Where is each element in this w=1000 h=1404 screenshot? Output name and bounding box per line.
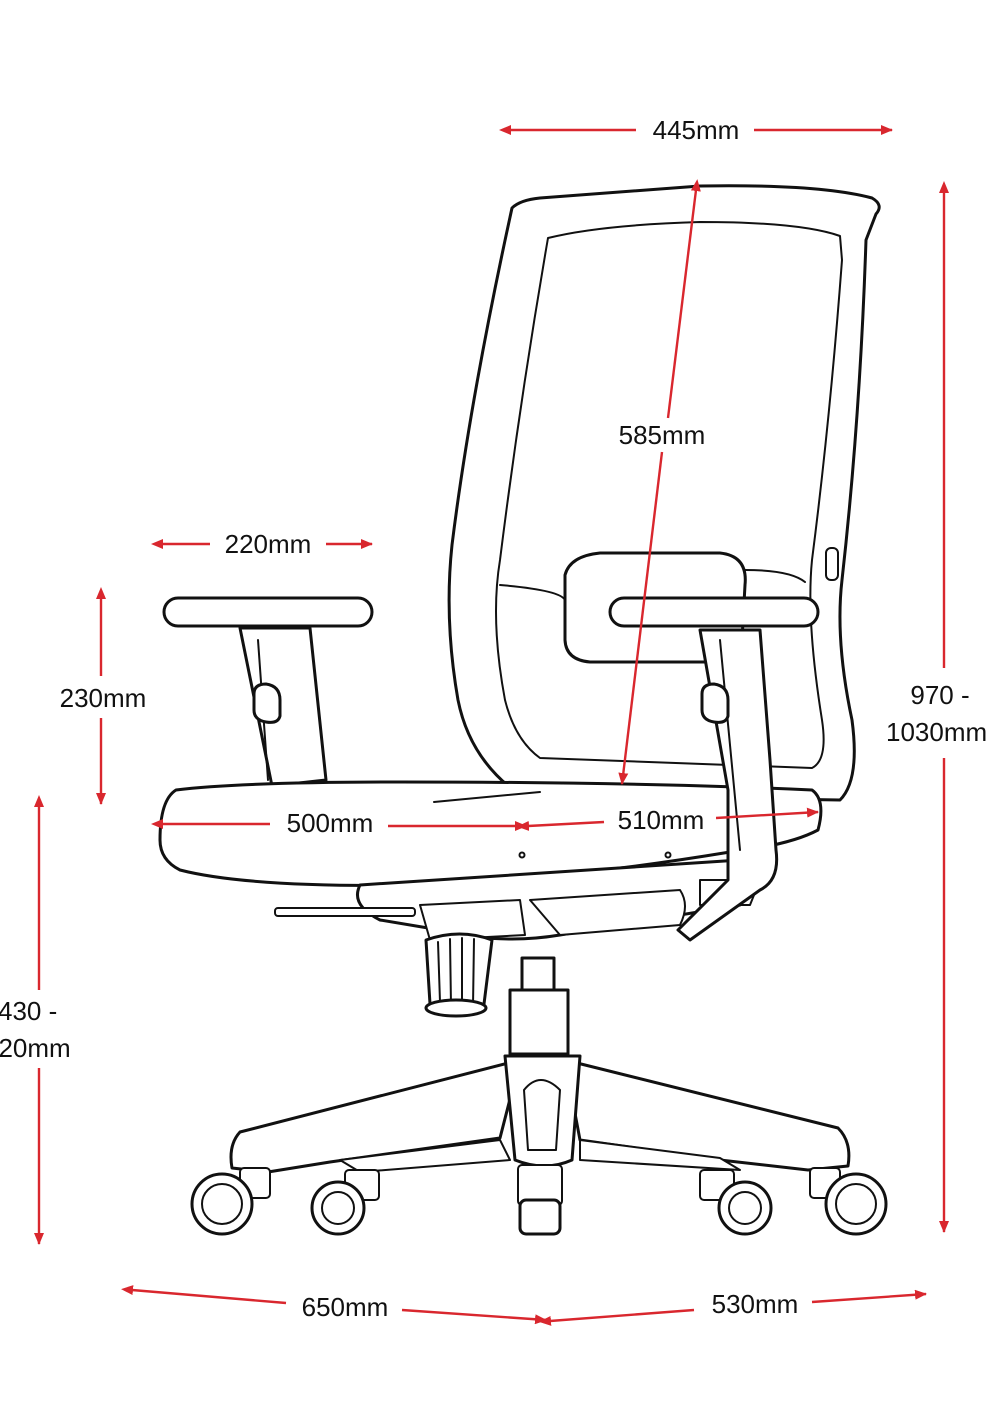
overall-height-label-line2: 1030mm — [886, 717, 987, 747]
base-depth-label: 650mm — [302, 1292, 389, 1322]
caster-wheels — [190, 1164, 888, 1236]
right-armrest — [608, 596, 820, 942]
gas-lift — [508, 956, 570, 1056]
dimension-annotations: 445mm 585mm 220mm 230mm 500mm 510mm 970 … — [0, 115, 987, 1326]
seat-width-label: 510mm — [618, 805, 705, 835]
chair-illustration — [158, 184, 888, 1236]
base-width-label: 530mm — [712, 1289, 799, 1319]
seat-width-arrow-left — [517, 820, 605, 831]
seat-height-label-line2: 520mm — [0, 1033, 71, 1063]
seat-depth-label: 500mm — [287, 808, 374, 838]
left-armrest — [162, 596, 374, 788]
armrest-height-label: 230mm — [60, 683, 147, 713]
backrest — [447, 184, 881, 802]
overall-height-label-line1: 970 - — [910, 680, 969, 710]
base-depth-arrow-right — [401, 1308, 547, 1325]
armrest-depth-label: 220mm — [225, 529, 312, 559]
base-width-arrow-right — [811, 1289, 927, 1304]
back-height-label: 585mm — [619, 420, 706, 450]
base-depth-arrow-left — [121, 1285, 287, 1305]
back-height-arrow-top — [666, 179, 701, 419]
back-height-arrow-bottom — [618, 451, 664, 785]
adjustment-knob — [424, 932, 494, 1018]
star-base — [229, 1054, 851, 1174]
base-width-arrow-left — [539, 1308, 695, 1326]
seat-height-label-line1: 430 - — [0, 996, 57, 1026]
seat-width-arrow-right — [715, 807, 819, 820]
back-width-label: 445mm — [653, 115, 740, 145]
